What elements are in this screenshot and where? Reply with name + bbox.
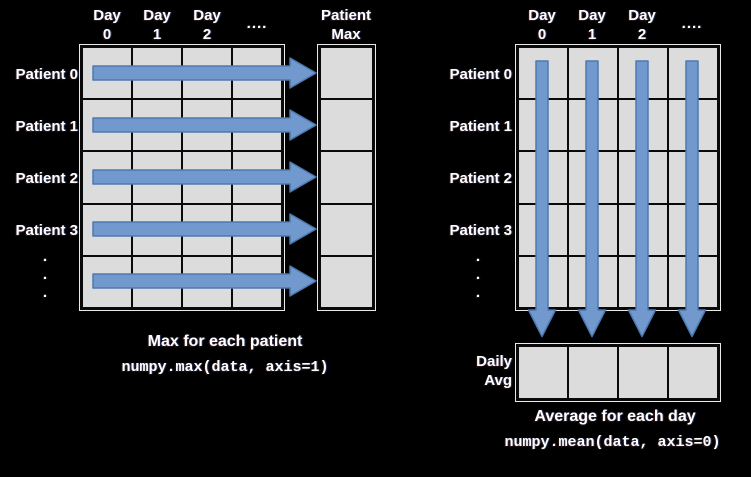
right-day-ellipsis: .... xyxy=(681,15,703,32)
left-day2-header: Day 2 xyxy=(182,6,232,44)
right-arrow-icon xyxy=(92,213,317,245)
right-arrow-icon xyxy=(92,57,317,89)
down-arrow-icon xyxy=(527,60,557,338)
right-arrow-icon xyxy=(92,161,317,193)
result-header-line2: Max xyxy=(331,26,361,43)
grid-cell xyxy=(321,152,372,203)
left-patient0-label: Patient 0 xyxy=(15,66,78,83)
daily-avg-label: Daily Avg xyxy=(430,352,512,390)
day-word: Day xyxy=(143,7,171,24)
grid-cell xyxy=(519,347,567,398)
right-patient3-label: Patient 3 xyxy=(449,222,512,239)
right-day2-header: Day 2 xyxy=(617,6,667,44)
patient-max-header: Patient Max xyxy=(308,6,384,44)
day-word: Day xyxy=(578,7,606,24)
left-day0-header: Day 0 xyxy=(82,6,132,44)
left-day-ellipsis: .... xyxy=(246,15,268,32)
left-patient2-label: Patient 2 xyxy=(15,170,78,187)
grid-cell xyxy=(321,48,372,99)
daily-avg-line1: Daily xyxy=(476,353,512,370)
right-arrow-icon xyxy=(92,265,317,297)
day-number: 1 xyxy=(152,26,162,43)
left-day1-header: Day 1 xyxy=(132,6,182,44)
left-patient1-label: Patient 1 xyxy=(15,118,78,135)
day-number: 0 xyxy=(537,26,547,43)
day-word: Day xyxy=(528,7,556,24)
left-rows-ellipsis: . . . xyxy=(42,248,48,301)
grid-cell xyxy=(321,100,372,151)
right-code-label: numpy.mean(data, axis=0) xyxy=(504,434,721,451)
result-header-line1: Patient xyxy=(320,7,371,24)
grid-cell xyxy=(619,347,667,398)
day-number: 2 xyxy=(202,26,212,43)
right-arrow-icon xyxy=(92,109,317,141)
right-patient0-label: Patient 0 xyxy=(449,66,512,83)
left-patient3-label: Patient 3 xyxy=(15,222,78,239)
down-arrow-icon xyxy=(677,60,707,338)
right-patient1-label: Patient 1 xyxy=(449,118,512,135)
patient-max-column xyxy=(317,44,376,311)
left-caption: Max for each patient xyxy=(147,333,303,350)
grid-cell xyxy=(321,204,372,255)
right-caption: Average for each day xyxy=(534,408,696,425)
day-number: 1 xyxy=(587,26,597,43)
day-number: 2 xyxy=(637,26,647,43)
right-day0-header: Day 0 xyxy=(517,6,567,44)
daily-avg-row xyxy=(515,343,721,402)
day-word: Day xyxy=(628,7,656,24)
right-patient2-label: Patient 2 xyxy=(449,170,512,187)
right-rows-ellipsis: . . . xyxy=(475,248,481,301)
day-word: Day xyxy=(93,7,121,24)
down-arrow-icon xyxy=(577,60,607,338)
day-word: Day xyxy=(193,7,221,24)
down-arrow-icon xyxy=(627,60,657,338)
right-day1-header: Day 1 xyxy=(567,6,617,44)
left-code-label: numpy.max(data, axis=1) xyxy=(121,359,329,376)
day-number: 0 xyxy=(102,26,112,43)
grid-cell xyxy=(669,347,717,398)
grid-cell xyxy=(321,256,372,307)
daily-avg-line2: Avg xyxy=(484,372,512,389)
grid-cell xyxy=(569,347,617,398)
